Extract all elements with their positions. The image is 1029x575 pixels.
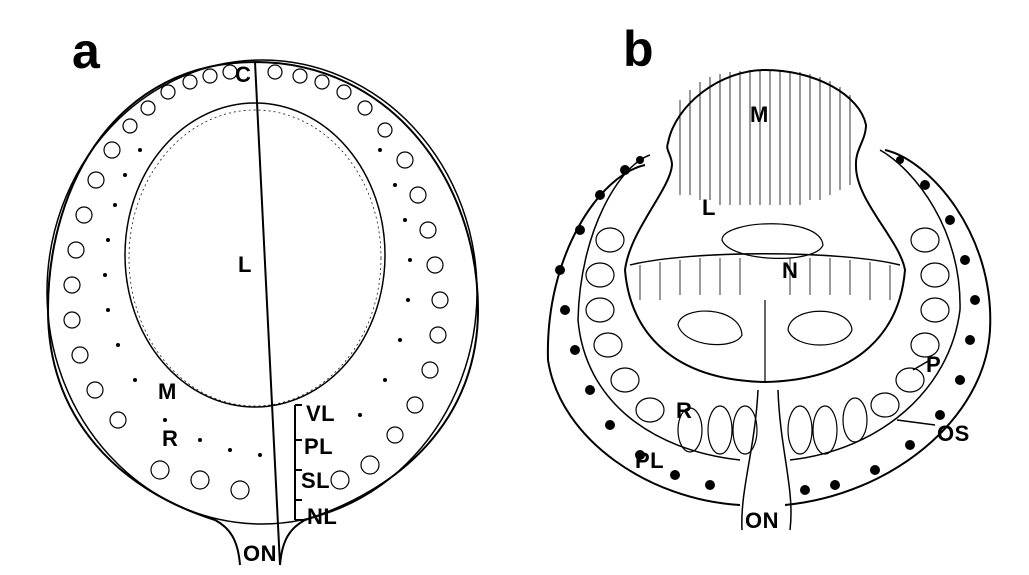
label-a-cornea: C [235, 62, 252, 87]
label-a-retina: R [162, 426, 179, 451]
panel-a-label: a [72, 23, 100, 79]
label-b-os: OS [937, 421, 970, 446]
label-b-pl: PL [635, 448, 665, 473]
label-a-lens: L [238, 252, 252, 277]
label-a-sl: SL [301, 468, 331, 493]
label-a-pl: PL [304, 434, 334, 459]
panel-b-label: b [623, 21, 654, 77]
label-a-vl: VL [306, 401, 336, 426]
label-a-nl: NL [307, 504, 338, 529]
label-b-p: P [926, 352, 942, 377]
label-b-lens: L [702, 195, 716, 220]
label-a-optic-nerve: ON [243, 541, 277, 566]
label-b-nucleus: N [782, 258, 799, 283]
label-a-m: M [158, 379, 177, 404]
panel-a-eye-drawing [46, 59, 480, 566]
label-b-retina: R [676, 398, 693, 423]
label-b-optic-nerve: ON [745, 508, 779, 533]
label-b-m: M [750, 102, 769, 127]
panel-b-eye-drawing [546, 68, 992, 531]
